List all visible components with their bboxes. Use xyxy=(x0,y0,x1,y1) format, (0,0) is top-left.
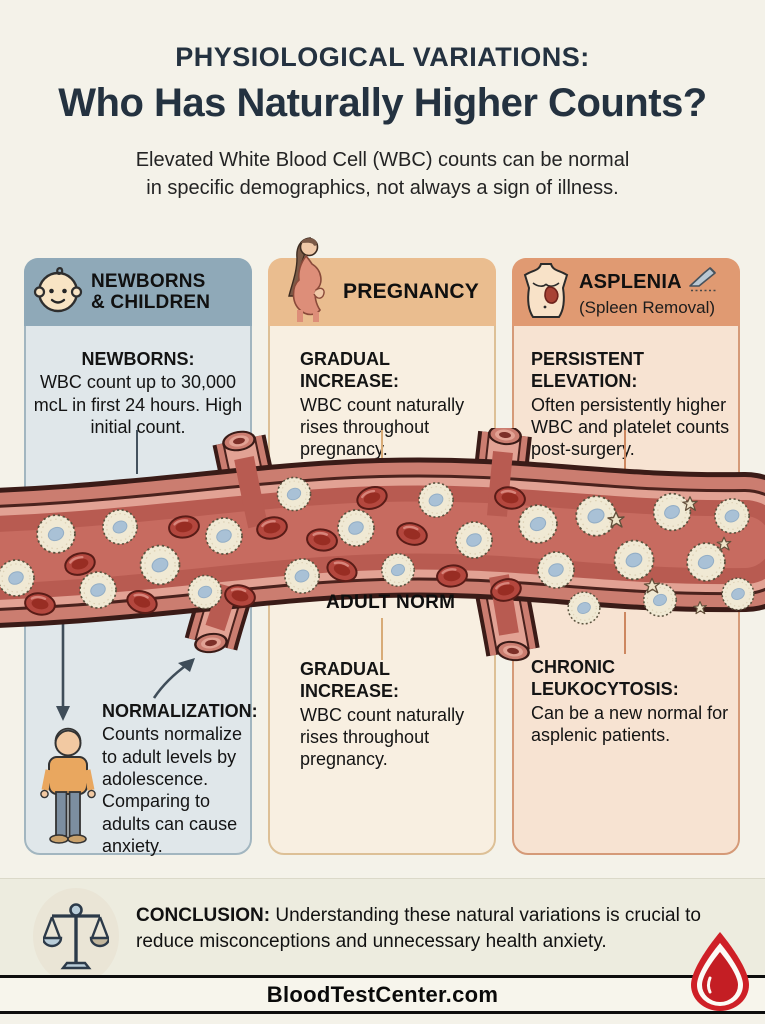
newborns-top-heading: NEWBORNS: xyxy=(81,349,195,369)
newborns-top-text: NEWBORNS: WBC count up to 30,000 mcL in … xyxy=(32,348,244,438)
conclusion-heading: CONCLUSION: xyxy=(136,905,271,926)
connector-newborns-top xyxy=(136,430,138,474)
site-name: BloodTestCenter.com xyxy=(266,981,499,1007)
connector-pregnancy-bottom xyxy=(381,618,383,660)
pregnancy-bottom-body: WBC count naturally rises throughout pre… xyxy=(300,704,465,770)
asplenia-top-text: PERSISTENT ELEVATION: Often persistently… xyxy=(531,348,731,461)
pregnancy-top-text: GRADUAL INCREASE: WBC count naturally ri… xyxy=(300,348,486,461)
column-asplenia-title: ASPLENIA xyxy=(579,270,682,293)
adult-norm-label: ADULT NORM xyxy=(326,592,456,613)
asplenia-top-body: Often persistently higher WBC and platel… xyxy=(531,394,730,460)
conclusion-band: CONCLUSION: Understanding these natural … xyxy=(0,878,765,984)
subtitle-line-1: Elevated White Blood Cell (WBC) counts c… xyxy=(135,149,630,171)
balance-scale-icon xyxy=(41,897,111,976)
pregnancy-bottom-heading: GRADUAL INCREASE: xyxy=(300,659,400,702)
up-right-arrow-icon xyxy=(152,658,195,699)
kicker-text: PHYSIOLOGICAL VARIATIONS: xyxy=(175,42,590,72)
column-pregnancy-header: PREGNANCY xyxy=(268,236,496,326)
subtitle-line-2: in specific demographics, not always a s… xyxy=(146,177,619,199)
column-pregnancy-title: PREGNANCY xyxy=(343,280,479,304)
connector-asplenia-bottom xyxy=(624,612,626,654)
blood-vessel-illustration xyxy=(0,428,765,662)
asplenia-bottom-body: Can be a new normal for asplenic patient… xyxy=(531,702,729,745)
newborns-bottom-body: Counts normalize to adult levels by adol… xyxy=(102,724,243,856)
newborns-top-body: WBC count up to 30,000 mcL in first 24 h… xyxy=(33,372,243,437)
column-asplenia-title-block: ASPLENIA (Spleen Removal) xyxy=(579,266,721,318)
column-newborns-header: NEWBORNS & CHILDREN xyxy=(24,258,252,326)
newborns-bottom-heading: NORMALIZATION: xyxy=(102,701,258,721)
pregnancy-top-heading: GRADUAL INCREASE: xyxy=(300,349,400,392)
scalpel-icon xyxy=(687,266,721,298)
conclusion-body: Understanding these natural variations i… xyxy=(136,905,701,953)
connector-asplenia-top xyxy=(624,430,626,470)
pregnancy-top-body: WBC count naturally rises throughout pre… xyxy=(300,394,465,460)
asplenia-bottom-text: CHRONIC LEUKOCYTOSIS: Can be a new norma… xyxy=(531,656,731,746)
pregnant-woman-icon xyxy=(276,234,336,329)
page-title: Who Has Naturally Higher Counts? xyxy=(58,81,707,125)
torso-spleen-icon xyxy=(520,261,572,324)
connector-pregnancy-top xyxy=(381,430,383,468)
column-newborns-title: NEWBORNS & CHILDREN xyxy=(91,270,211,313)
balance-scale-badge xyxy=(33,888,119,984)
site-bar: BloodTestCenter.com xyxy=(0,975,765,1014)
adolescent-person-icon xyxy=(40,727,96,844)
header: PHYSIOLOGICAL VARIATIONS: Who Has Natura… xyxy=(0,42,765,202)
column-asplenia-header: ASPLENIA (Spleen Removal) xyxy=(512,258,740,326)
conclusion-text: CONCLUSION: Understanding these natural … xyxy=(136,903,728,955)
pregnancy-bottom-text: GRADUAL INCREASE: WBC count naturally ri… xyxy=(300,658,486,771)
page-subtitle: Elevated White Blood Cell (WBC) counts c… xyxy=(0,146,765,202)
blood-drop-icon xyxy=(684,930,756,1017)
baby-icon xyxy=(32,264,84,321)
asplenia-bottom-heading: CHRONIC LEUKOCYTOSIS: xyxy=(531,657,679,700)
asplenia-top-heading: PERSISTENT ELEVATION: xyxy=(531,349,645,392)
column-asplenia-subtitle: (Spleen Removal) xyxy=(579,297,716,317)
newborns-bottom-text: NORMALIZATION: Counts normalize to adult… xyxy=(102,700,258,857)
